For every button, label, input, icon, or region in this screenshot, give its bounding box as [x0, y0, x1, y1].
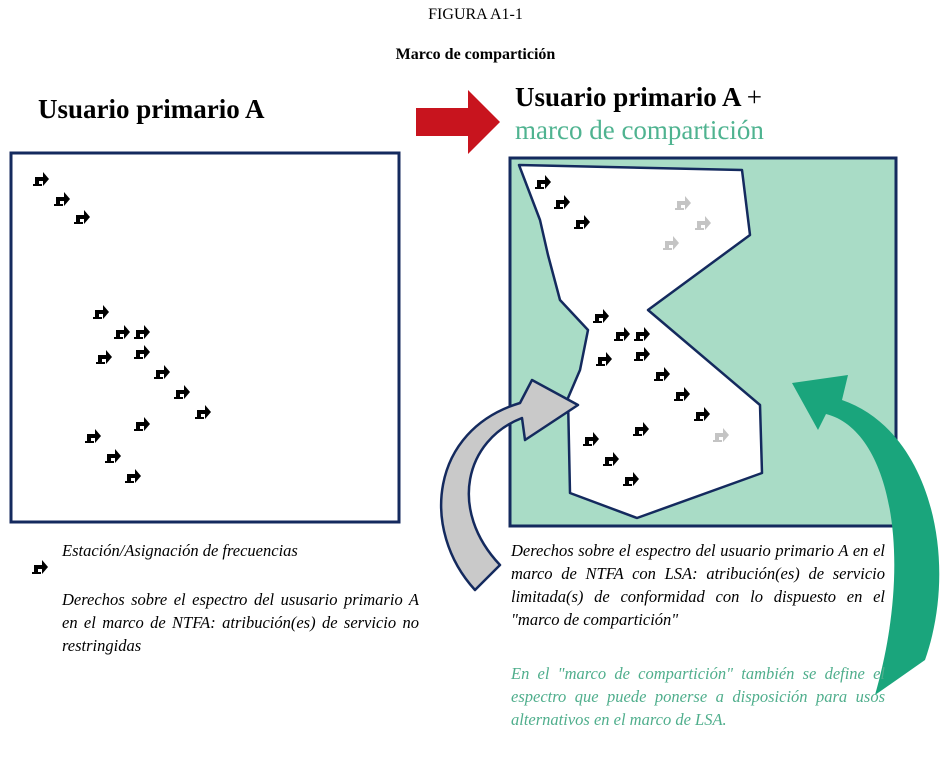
figure-title: Marco de compartición: [395, 46, 556, 63]
green-curved-arrow: [792, 375, 940, 695]
left-frame: [9, 151, 401, 524]
right-heading-plus: +: [746, 82, 762, 112]
right-panel-subheading: marco de compartición: [515, 115, 764, 145]
grey-curved-arrow: [439, 378, 580, 592]
left-panel-heading: Usuario primario A: [38, 94, 265, 124]
legend-station-icon: [32, 560, 48, 574]
right-caption: Derechos sobre el espectro del usuario p…: [511, 541, 885, 629]
left-caption: Derechos sobre el espectro del ususario …: [62, 590, 419, 655]
green-caption: En el "marco de compartición" también se…: [511, 664, 885, 729]
red-arrow: [416, 90, 500, 154]
right-heading-text: Usuario primario A: [515, 82, 741, 112]
figure-number: FIGURA A1-1: [428, 6, 523, 23]
primary-user-region: [517, 163, 764, 520]
legend-label: Estación/Asignación de frecuencias: [62, 541, 298, 560]
right-panel-heading: Usuario primario A +: [515, 82, 762, 112]
